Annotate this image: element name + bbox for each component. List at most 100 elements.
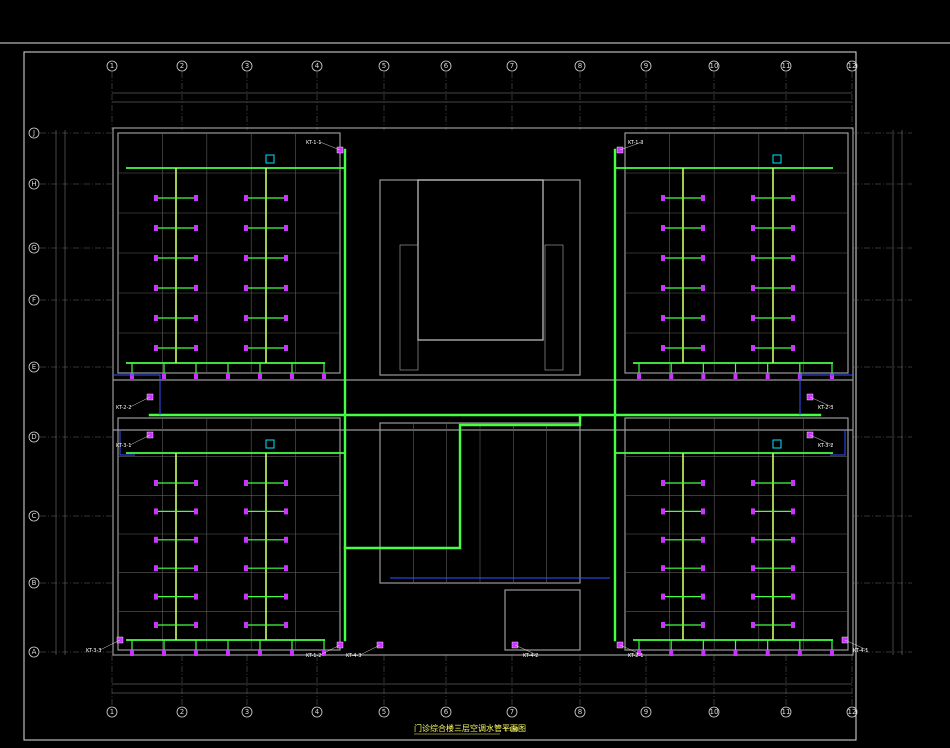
axis-bubble-bottom [311,706,323,718]
axis-label-side: B [32,579,37,587]
fan-coil-unit [791,195,795,201]
fan-coil-unit [661,480,665,486]
axis-bubble-side [28,510,40,522]
axis-bubble-bottom [846,706,858,718]
drawing-title-block: 门诊综合楼三层空调水管平面图 1:150 [414,723,526,735]
fan-coil-unit [797,650,802,656]
fan-coil-unit [194,345,198,351]
fan-coil-unit [154,285,158,291]
axis-bubble-side [28,242,40,254]
axis-label-side: E [32,363,36,371]
riser-tag: KT-3-2 [818,443,833,449]
fan-coil-unit [194,255,198,261]
riser-tag: KT-4-1 [853,648,868,654]
riser-tag: KT-2-2 [116,405,131,411]
axis-bubble-top [440,60,452,72]
tag-leader [319,644,341,656]
axis-label-bottom: 7 [510,708,514,716]
fan-coil-unit [194,593,198,600]
axis-label-top: 10 [710,62,719,70]
axis-bubble-side [28,361,40,373]
riser-tag: KT-1-2 [306,653,321,659]
axis-label-bottom: 12 [848,708,857,716]
fan-coil-unit [661,345,665,351]
fan-coil-unit [751,255,755,261]
fan-coil-unit [154,255,158,261]
fan-coil-unit [701,225,705,231]
fan-coil-unit [244,315,248,321]
fan-coil-unit [284,255,288,261]
valve-symbol [772,439,782,449]
fan-coil-unit [258,373,262,379]
axis-bubble-top [640,60,652,72]
axis-label-top: 11 [782,62,791,70]
tag-leader [809,396,833,408]
axis-label-top: 9 [644,62,648,70]
fan-coil-unit [765,373,770,379]
fan-coil-unit [751,593,755,600]
building-walls [112,127,854,656]
fan-coil-unit [244,593,248,600]
fan-coil-unit [751,315,755,321]
axis-bubble-bottom [640,706,652,718]
axis-bubble-side [28,178,40,190]
axis-bubble-side [28,294,40,306]
fan-coil-unit [791,255,795,261]
axis-label-side: G [31,244,36,252]
fan-coil-unit [154,622,158,628]
axis-bubble-bottom [378,706,390,718]
fan-coil-unit [284,536,288,543]
fan-coil-unit [244,508,248,515]
fan-coil-unit [244,536,248,543]
fan-coil-unit [701,536,705,543]
fan-coil-unit [791,315,795,321]
fan-coil-unit [791,508,795,515]
fan-coil-unit [290,650,294,656]
axis-bubble-top [241,60,253,72]
fan-coil-unit [290,373,294,379]
fan-coil-unit [194,508,198,515]
fan-coil-unit [194,536,198,543]
fan-coil-unit [701,373,706,379]
fan-coil-unit [244,255,248,261]
fan-coil-unit [733,650,738,656]
fan-coil-unit [701,255,705,261]
axis-bubble-side [28,577,40,589]
tag-leader [359,644,381,656]
axis-label-top: 5 [382,62,386,70]
riser-tag: KT-4-2 [523,653,538,659]
axis-bubble-bottom [574,706,586,718]
fan-coil-unit [661,225,665,231]
axis-label-bottom: 10 [710,708,719,716]
fan-coil-unit [226,650,230,656]
axis-label-bottom: 9 [644,708,648,716]
fan-coil-unit [284,622,288,628]
tag-leader [514,644,538,656]
fan-coil-unit [791,622,795,628]
tag-leader [809,434,833,446]
axis-label-top: 6 [444,62,449,70]
fan-coil-unit [154,565,158,572]
fan-coil-unit [791,285,795,291]
axis-bubble-bottom [241,706,253,718]
fan-coil-unit [284,195,288,201]
drawing-title: 门诊综合楼三层空调水管平面图 [414,723,526,733]
fan-coil-unit [751,225,755,231]
fan-coil-unit [791,536,795,543]
fan-coil-unit [701,593,705,600]
tag-leader [99,639,121,651]
axis-label-top: 4 [315,62,320,70]
axis-label-side: J [32,129,35,137]
fan-coil-unit [669,373,674,379]
fan-coil-unit [194,565,198,572]
fan-coil-unit [830,373,834,379]
fan-coil-unit [701,508,705,515]
axis-label-bottom: 6 [444,708,449,716]
tag-leader [129,434,151,446]
axis-label-side: H [31,180,36,188]
axis-bubble-bottom [708,706,720,718]
fan-coil-unit [701,565,705,572]
axis-bubble-top [846,60,858,72]
